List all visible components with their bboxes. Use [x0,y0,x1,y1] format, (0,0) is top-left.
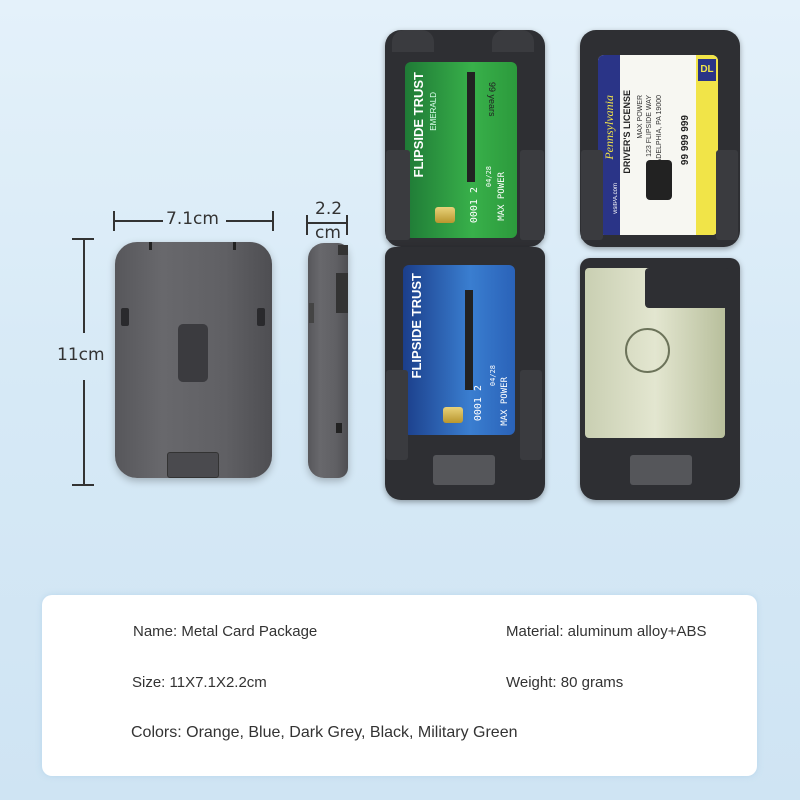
money-clip [645,268,730,308]
card-number: 0001 2 [469,187,480,224]
card-bank: FLIPSIDE TRUST [411,72,426,178]
closed-case-side [308,243,348,478]
width-label: 7.1cm [166,209,219,229]
green-credit-card: FLIPSIDE TRUST EMERALD 99 years 0001 2 0… [405,62,517,238]
card-bank: FLIPSIDE TRUST [409,273,424,379]
card-expiry: 04/28 [485,166,493,188]
spec-weight: Weight: 80 grams [506,674,624,691]
spec-material: Material: aluminum alloy+ABS [506,623,707,640]
hinge-clasp [433,455,495,485]
license-number: 99 999 999 [680,115,691,166]
drivers-license: Pennsylvania visitPA.com DRIVER'S LICENS… [598,55,718,235]
license-title: DRIVER'S LICENSE [622,90,632,174]
hinge-clasp [630,455,692,485]
card-holder: MAX POWER [500,377,510,426]
license-name: MAX POWER [637,95,644,139]
spec-name: Name: Metal Card Package [133,623,318,640]
hinge-clasp [167,452,219,478]
card-holder: MAX POWER [497,172,507,221]
spec-size: Size: 11X7.1X2.2cm [132,674,267,691]
spec-colors: Colors: Orange, Blue, Dark Grey, Black, … [131,724,518,741]
thumb-slot [178,324,208,382]
closed-case-front [115,242,272,478]
blue-credit-card: FLIPSIDE TRUST 0001 2 04/28 MAX POWER [403,265,515,435]
chip [435,207,455,223]
license-badge: DL [698,59,716,81]
photo-silhouette [646,160,672,200]
depth-label-unit: cm [315,223,341,243]
card-badge: 99 years [487,82,497,117]
chip [443,407,463,423]
depth-label-value: 2.2 [315,199,343,219]
license-address: 123 FLIPSIDE WAY [646,95,653,157]
license-state: Pennsylvania [602,95,616,160]
license-website: visitPA.com [613,183,619,214]
height-label: 11cm [57,345,105,365]
card-tier: EMERALD [429,92,438,131]
card-expiry: 04/28 [489,365,497,387]
spec-panel: Name: Metal Card Package Material: alumi… [42,595,757,776]
card-number: 0001 2 [473,385,484,422]
